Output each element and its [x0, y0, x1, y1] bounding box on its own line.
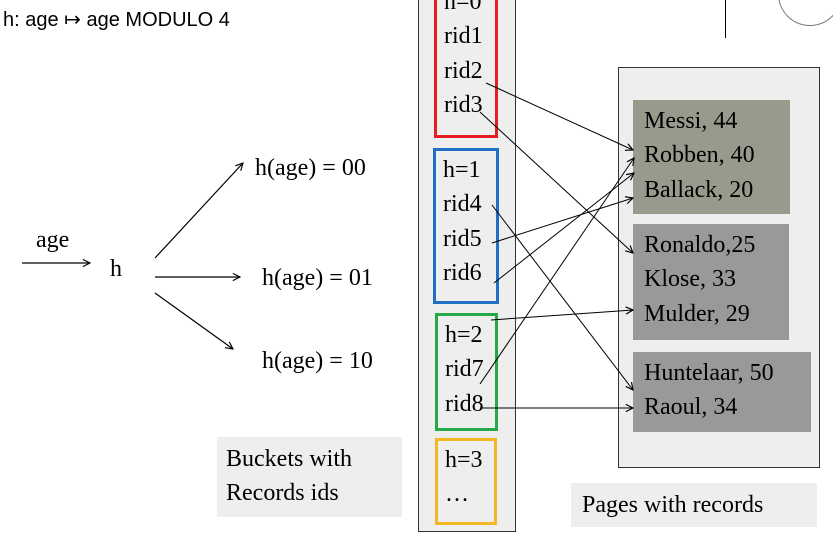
bucket-h1: h=1 rid4 rid5 rid6 [433, 148, 499, 304]
hash-output-arrow-00 [154, 163, 243, 259]
hash-output-00: h(age) = 00 [255, 155, 366, 181]
bucket-label: h=2 [445, 322, 483, 348]
pages-caption: Pages with records [571, 483, 817, 527]
hash-function-label: h [110, 256, 122, 282]
bucket-h0: h=0 rid1 rid2 rid3 [434, 0, 498, 138]
link-rid4-huntelaar [491, 204, 633, 390]
rid-entry: rid5 [443, 225, 482, 252]
record-entry: Robben, 40 [644, 142, 755, 169]
link-rid3-ronaldo [479, 111, 633, 253]
rid-entry: rid7 [445, 356, 484, 383]
bucket-h2: h=2 rid7 rid8 [435, 313, 498, 431]
hash-output-01: h(age) = 01 [262, 265, 373, 291]
record-entry: Mulder, 29 [644, 300, 750, 327]
rid-entry: rid8 [445, 390, 484, 417]
record-entry: Raoul, 34 [644, 394, 738, 421]
hash-function-definition: h: age ↦ age MODULO 4 [3, 9, 230, 31]
buckets-caption-line2: Records ids [226, 480, 339, 506]
record-entry: Klose, 33 [644, 266, 736, 293]
link-rid7-messi [479, 158, 634, 385]
buckets-caption-line1: Buckets with [226, 446, 352, 472]
header-divider [725, 0, 726, 38]
hash-output-10: h(age) = 10 [262, 348, 373, 374]
link-rid6-robben [493, 173, 634, 284]
record-page-1: Messi, 44 Robben, 40 Ballack, 20 [633, 100, 790, 214]
record-page-3: Huntelaar, 50 Raoul, 34 [633, 352, 811, 432]
link-rid2-messi [485, 82, 633, 150]
rid-entry: rid1 [444, 23, 483, 50]
record-entry: Ballack, 20 [644, 176, 754, 203]
bucket-h3: h=3 … [435, 438, 497, 525]
record-entry: Messi, 44 [644, 108, 738, 134]
rid-entry: rid3 [444, 92, 483, 119]
rid-entry: rid4 [443, 191, 482, 218]
link-rid5-ballack [491, 198, 633, 244]
link-h2-mulder [490, 310, 633, 321]
rid-entry: rid6 [443, 260, 482, 287]
age-input-label: age [36, 227, 69, 253]
record-entry: Huntelaar, 50 [644, 360, 774, 386]
record-page-2: Ronaldo,25 Klose, 33 Mulder, 29 [633, 224, 789, 340]
bucket-label: h=0 [444, 0, 482, 15]
hash-output-arrow-10 [154, 292, 233, 349]
record-entry: Ronaldo,25 [644, 232, 756, 258]
bucket-label: h=3 [445, 447, 483, 473]
rid-entry: … [445, 481, 469, 508]
buckets-caption: Buckets with Records ids [217, 437, 402, 517]
rid-entry: rid2 [444, 57, 483, 84]
bucket-label: h=1 [443, 157, 481, 183]
